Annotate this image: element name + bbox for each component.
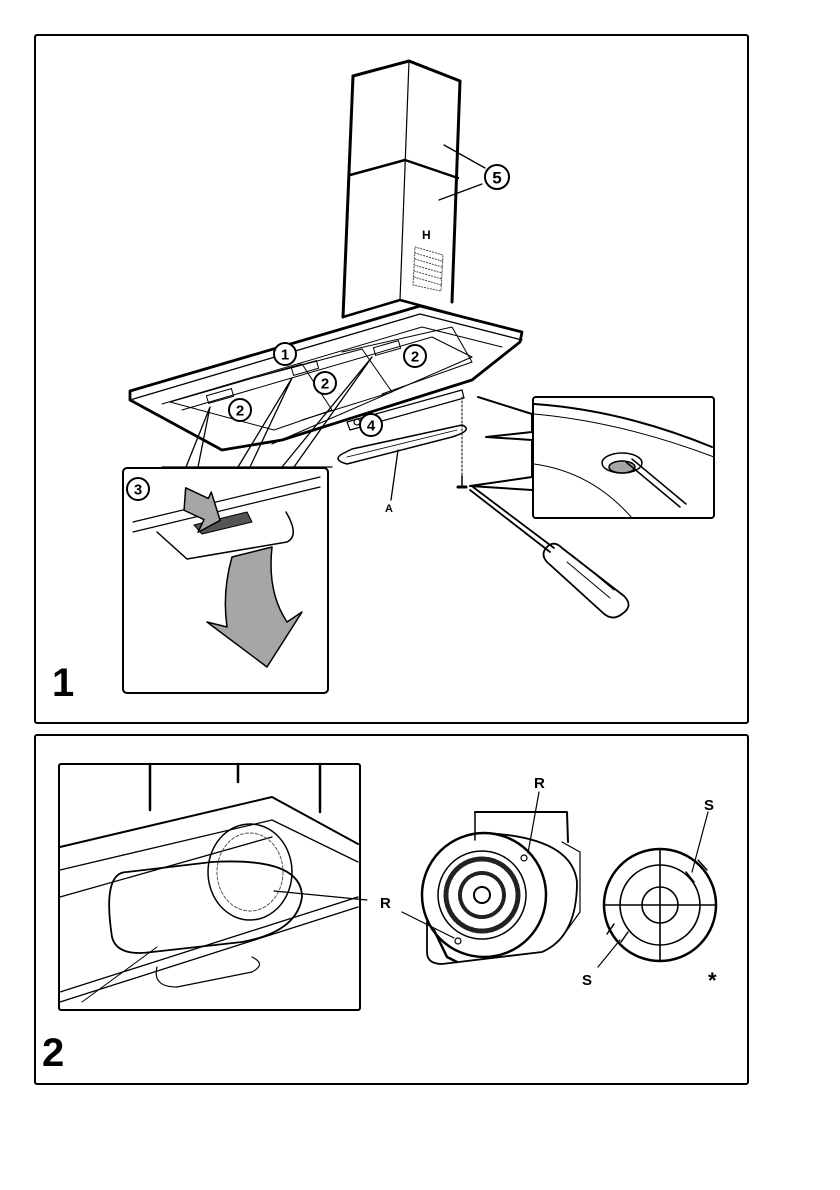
callout-2a: 2 — [411, 349, 419, 366]
detail-inset-screw — [532, 396, 715, 519]
callout-4: 4 — [367, 418, 376, 435]
figure-2-panel: R R S S * 2 — [34, 734, 749, 1085]
callout-3: 3 — [134, 482, 142, 499]
callout-1: 1 — [281, 347, 289, 364]
zoom-callout-pointer — [469, 396, 533, 491]
step-number-2: 2 — [42, 1031, 65, 1075]
callout-circles — [126, 164, 510, 501]
carbon-filter — [597, 811, 718, 968]
label-s-top: S — [704, 797, 714, 814]
step-number-1: 1 — [52, 661, 75, 705]
screw — [456, 475, 468, 489]
light-cover — [337, 424, 467, 501]
hood-canopy — [128, 304, 524, 452]
figure-1-panel: 1 2 2 2 4 3 5 H A 1 — [34, 34, 749, 724]
motor-blower — [401, 791, 581, 965]
label-h: H — [422, 228, 431, 242]
asterisk-symbol: * — [708, 968, 717, 993]
motor-installed-view — [58, 762, 368, 1011]
label-r-left: R — [380, 895, 391, 912]
chimney-duct — [341, 59, 462, 319]
callout-5: 5 — [492, 169, 501, 188]
callout-2c: 2 — [236, 403, 244, 420]
figure-2-illustration: R R S S * — [58, 762, 718, 1011]
screwdriver — [469, 486, 630, 619]
callout-2b: 2 — [321, 376, 329, 393]
label-s-bottom: S — [582, 972, 592, 989]
label-a: A — [385, 503, 393, 515]
ventilation-grille — [412, 246, 444, 292]
figure-1-illustration: 1 2 2 2 4 3 5 H A — [122, 59, 715, 694]
label-r-top: R — [534, 775, 545, 792]
detail-inset-filter-release — [122, 467, 329, 694]
